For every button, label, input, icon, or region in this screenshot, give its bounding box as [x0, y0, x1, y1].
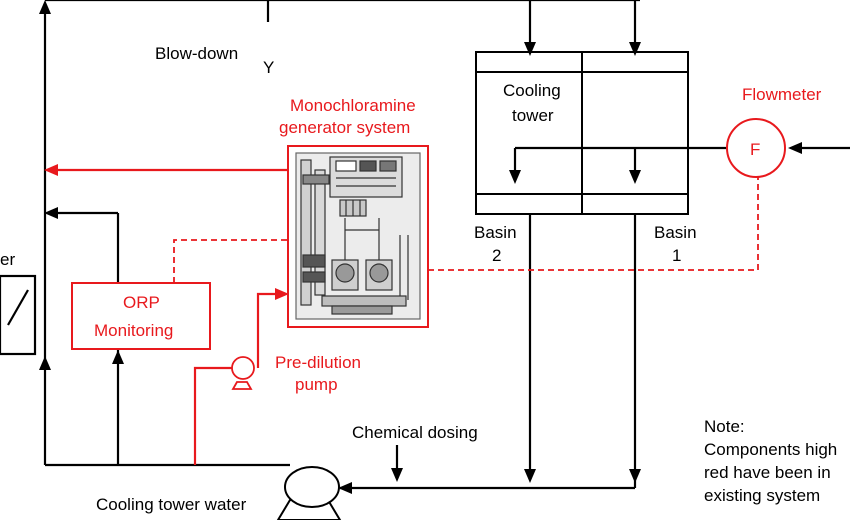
arrow-chemical-dosing — [391, 468, 403, 482]
arrow-basin1-down — [629, 469, 641, 483]
arrow-flowmeter-in — [788, 142, 802, 154]
arrow-tower-inlet-right — [629, 42, 641, 56]
flow-arrows — [39, 0, 802, 494]
arrow-to-pump — [338, 482, 352, 494]
orp-monitoring-box — [71, 282, 211, 350]
basin2-label-line2: 2 — [492, 246, 501, 265]
cooling-water-label: Cooling tower water — [96, 495, 247, 514]
note-line3: existing system — [704, 486, 820, 505]
arrow-tower-dist-left — [509, 170, 521, 184]
flowmeter-label: Flowmeter — [742, 85, 822, 104]
cooling-tower-label-line1: Cooling — [503, 81, 561, 100]
blowdown-label: Blow-down — [155, 44, 238, 63]
basin1-label-line1: Basin — [654, 223, 697, 242]
cooling-tower — [475, 51, 689, 215]
generator-equipment-image — [295, 152, 421, 320]
note-title: Note: — [704, 417, 745, 436]
pump-label-line1: Pre-dilution — [275, 353, 361, 372]
arrow-to-generator — [275, 288, 289, 300]
pump-label-line2: pump — [295, 375, 338, 394]
arrow-basin2-down — [524, 469, 536, 483]
arrow-exchanger-out — [39, 356, 51, 370]
basin2-label-line1: Basin — [474, 223, 517, 242]
note-line1: Components high — [704, 440, 837, 459]
note-line2: red have been in — [704, 463, 831, 482]
cooling-tower-label-line2: tower — [512, 106, 554, 125]
heat-exchanger — [0, 274, 37, 356]
pre-dilution-pump-icon — [231, 356, 255, 390]
arrow-product-to-riser — [44, 164, 58, 176]
labels: Blow-down Y Monochloramine generator sys… — [0, 44, 837, 514]
arrow-exchanger-in — [44, 207, 58, 219]
generator-label-line2: generator system — [279, 118, 410, 137]
arrow-riser-top — [39, 0, 51, 14]
circulation-pump-icon — [276, 466, 342, 520]
blowdown-valve-symbol: Y — [263, 58, 274, 77]
generator-label-line1: Monochloramine — [290, 96, 416, 115]
flowmeter-symbol: F — [750, 140, 760, 159]
arrow-tower-inlet-left — [524, 42, 536, 56]
heat-exchanger-label: er — [0, 250, 15, 269]
orp-label-line2: Monitoring — [94, 321, 173, 340]
main-piping — [43, 0, 850, 490]
chemical-dosing-label: Chemical dosing — [352, 423, 478, 442]
arrow-orp-up — [112, 350, 124, 364]
basin1-label-line2: 1 — [672, 246, 681, 265]
arrow-tower-dist-right — [629, 170, 641, 184]
flowmeter-icon — [726, 118, 786, 178]
orp-label-line1: ORP — [123, 293, 160, 312]
